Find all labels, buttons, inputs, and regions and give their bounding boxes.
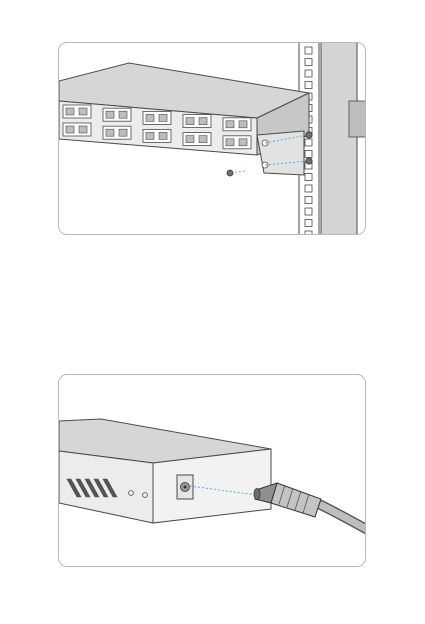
- loose-screw-icon: [227, 170, 233, 176]
- port-socket: [199, 118, 207, 125]
- port-socket: [226, 121, 234, 128]
- port-socket: [79, 108, 87, 115]
- rail-hole: [305, 70, 312, 77]
- port-socket: [186, 136, 194, 143]
- rail-hole: [305, 174, 312, 181]
- port-socket: [239, 121, 247, 128]
- patch-panel-device: [59, 63, 309, 175]
- rack-mount-figure: [58, 42, 366, 235]
- port-socket: [226, 139, 234, 146]
- port-socket: [159, 132, 167, 139]
- rail-hole: [305, 47, 312, 54]
- port-socket: [199, 136, 207, 143]
- screw-icon: [306, 158, 312, 164]
- rail-hole: [305, 59, 312, 66]
- port-socket: [106, 129, 114, 136]
- power-connection-illustration: [59, 375, 366, 567]
- port-socket: [146, 132, 154, 139]
- power-connection-figure: [58, 374, 366, 567]
- port-socket: [146, 114, 154, 121]
- rail-hole: [305, 151, 312, 158]
- rail-hole: [305, 82, 312, 89]
- rail-hole: [305, 139, 312, 146]
- port-socket: [239, 139, 247, 146]
- mounting-ear: [257, 131, 304, 175]
- port-socket: [186, 118, 194, 125]
- port-socket: [66, 126, 74, 133]
- rail-hole: [305, 231, 312, 235]
- rail-hole: [305, 220, 312, 227]
- rack-rail: [299, 43, 366, 235]
- port-socket: [119, 111, 127, 118]
- port-socket: [106, 111, 114, 118]
- port-socket: [66, 108, 74, 115]
- screw-icon: [306, 132, 312, 138]
- rail-hole: [305, 208, 312, 215]
- port-socket: [119, 129, 127, 136]
- rack-mount-illustration: [59, 43, 366, 235]
- port-socket: [79, 126, 87, 133]
- power-device: [59, 419, 271, 523]
- port-socket: [159, 114, 167, 121]
- rail-hole: [305, 185, 312, 192]
- rail-hole: [305, 197, 312, 204]
